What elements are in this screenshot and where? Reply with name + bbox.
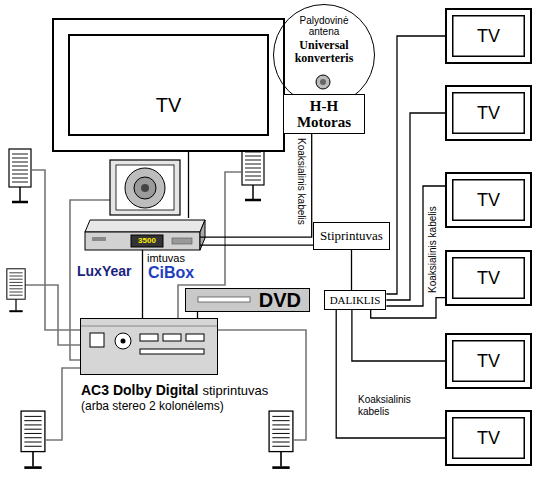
motor-box: H-H Motoras bbox=[283, 94, 365, 134]
amplifier-note: (arba stereo 2 kolonėlems) bbox=[81, 399, 224, 413]
speaker bbox=[21, 411, 45, 468]
satellite-dish: Palydovinė antenaUniversal konverteris bbox=[273, 4, 375, 106]
receiver-label: imtuvas bbox=[147, 252, 185, 264]
cable-label: Koaksialinis kabelis bbox=[358, 394, 422, 418]
caption-row: AC3 Dolby Digital stiprintuvas bbox=[81, 381, 268, 399]
coaxial-cable bbox=[386, 36, 445, 294]
speaker bbox=[269, 411, 293, 468]
satellite-receiver: 3500imtuvasLuxYearCiBox bbox=[85, 218, 200, 250]
coaxial-cable bbox=[352, 310, 445, 361]
converter-label: Universal konverteris bbox=[282, 39, 366, 65]
motor-label: H-H Motoras bbox=[284, 98, 364, 130]
amplifier: AC3 Dolby Digitalstiprintuvas(arba stere… bbox=[80, 318, 218, 375]
television: TV bbox=[52, 18, 285, 152]
coaxial-cable bbox=[386, 186, 445, 306]
cable-label: Koaksialinis kabelis bbox=[295, 138, 307, 225]
lnb-converter bbox=[316, 75, 330, 89]
splitter: DALIKLIS bbox=[324, 290, 387, 310]
television: TV bbox=[445, 85, 532, 141]
dish-label: Palydovinė antena bbox=[294, 15, 354, 37]
cable-label: Koaksialinis kabelis bbox=[427, 206, 439, 293]
amplifier-title: AC3 Dolby Digital bbox=[81, 382, 198, 398]
television: TV bbox=[445, 250, 532, 306]
brand-name: LuxYear bbox=[77, 263, 131, 280]
tv-label: TV bbox=[477, 26, 500, 47]
television: TV bbox=[445, 333, 532, 389]
line-amplifier: Stiprintuvas bbox=[313, 222, 390, 250]
coaxial-cable bbox=[188, 152, 189, 218]
speaker bbox=[9, 149, 31, 202]
tv-label: TV bbox=[477, 103, 500, 124]
tv-label: TV bbox=[477, 190, 500, 211]
dvd-label: DVD bbox=[259, 289, 301, 311]
coaxial-cable bbox=[336, 310, 445, 438]
dvd-player bbox=[185, 288, 310, 312]
speaker bbox=[242, 147, 264, 200]
model-name: CiBox bbox=[148, 264, 194, 282]
television: TV bbox=[445, 410, 532, 466]
tv-label: TV bbox=[156, 94, 182, 117]
amplifier-label: stiprintuvas bbox=[202, 383, 268, 398]
splitter-label: DALIKLIS bbox=[330, 294, 381, 306]
tv-label: TV bbox=[477, 428, 500, 449]
coaxial-cable bbox=[200, 245, 313, 246]
coaxial-cable bbox=[142, 250, 143, 318]
dvd-player: DVD bbox=[185, 288, 310, 312]
amplifier-body bbox=[80, 318, 218, 375]
display-readout: 3500 bbox=[131, 236, 163, 246]
amplifier-label: Stiprintuvas bbox=[320, 228, 383, 244]
coaxial-cable bbox=[386, 113, 445, 300]
tv-label: TV bbox=[477, 268, 500, 289]
speaker bbox=[7, 269, 25, 311]
tv-label: TV bbox=[477, 351, 500, 372]
television: TV bbox=[445, 8, 532, 64]
coaxial-cable bbox=[351, 250, 352, 290]
television: TV bbox=[445, 172, 532, 228]
subwoofer bbox=[110, 160, 180, 215]
receiver-box bbox=[85, 220, 205, 250]
